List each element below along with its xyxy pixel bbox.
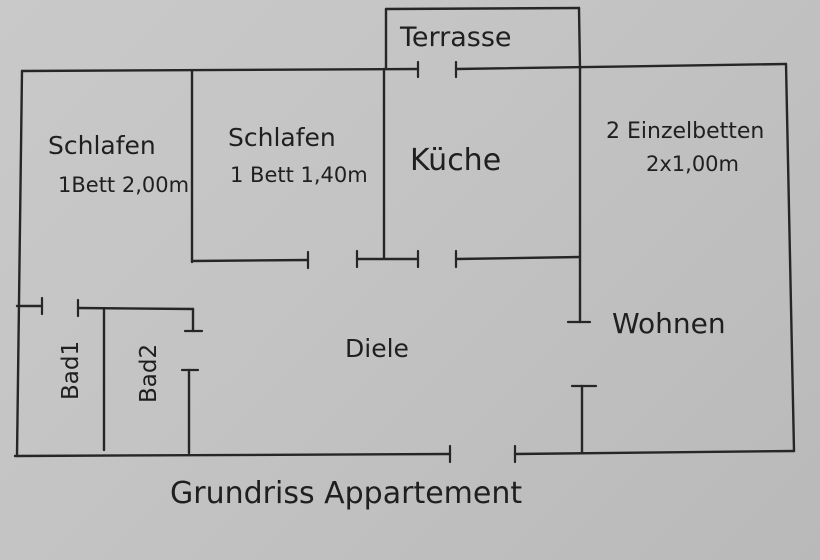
wall-bath-top-b [76, 306, 195, 311]
outer-wall-bottom-left [13, 452, 452, 458]
terrace-wall-right [577, 6, 582, 71]
label-terrasse: Terrasse [399, 22, 512, 53]
wall-kitchen-bottom-c [454, 255, 582, 261]
wall-kitchen-bottom-a [190, 258, 310, 263]
label-bed-left: 1Bett 2,00m [58, 173, 189, 197]
label-schlafen-mid: Schlafen [228, 123, 336, 152]
terrace-wall-top [384, 6, 581, 11]
label-bad1: Bad1 [58, 341, 84, 400]
label-kueche: Küche [410, 143, 501, 178]
outer-wall-top-left [20, 67, 420, 73]
label-wohnen: Wohnen [612, 307, 726, 340]
door-openings [40, 60, 598, 464]
label-bad2: Bad2 [136, 344, 162, 403]
label-schlafen-left: Schlafen [48, 131, 156, 160]
interior-walls [15, 67, 584, 455]
terrace-outline [384, 6, 582, 71]
outer-wall-right [784, 62, 796, 453]
outer-wall-bottom-right [513, 449, 796, 456]
outer-walls [13, 62, 796, 458]
label-diele: Diele [345, 334, 409, 363]
room-labels: Terrasse Schlafen 1Bett 2,00m Schlafen 1… [48, 22, 764, 403]
outer-wall-top-right [454, 62, 788, 71]
plan-caption: Grundriss Appartement [170, 476, 522, 511]
label-einzelbetten: 2 Einzelbetten [606, 119, 764, 144]
label-einzelbetten-size: 2x1,00m [646, 152, 739, 176]
outer-wall-left [15, 69, 24, 458]
label-bed-mid: 1 Bett 1,40m [230, 163, 368, 187]
